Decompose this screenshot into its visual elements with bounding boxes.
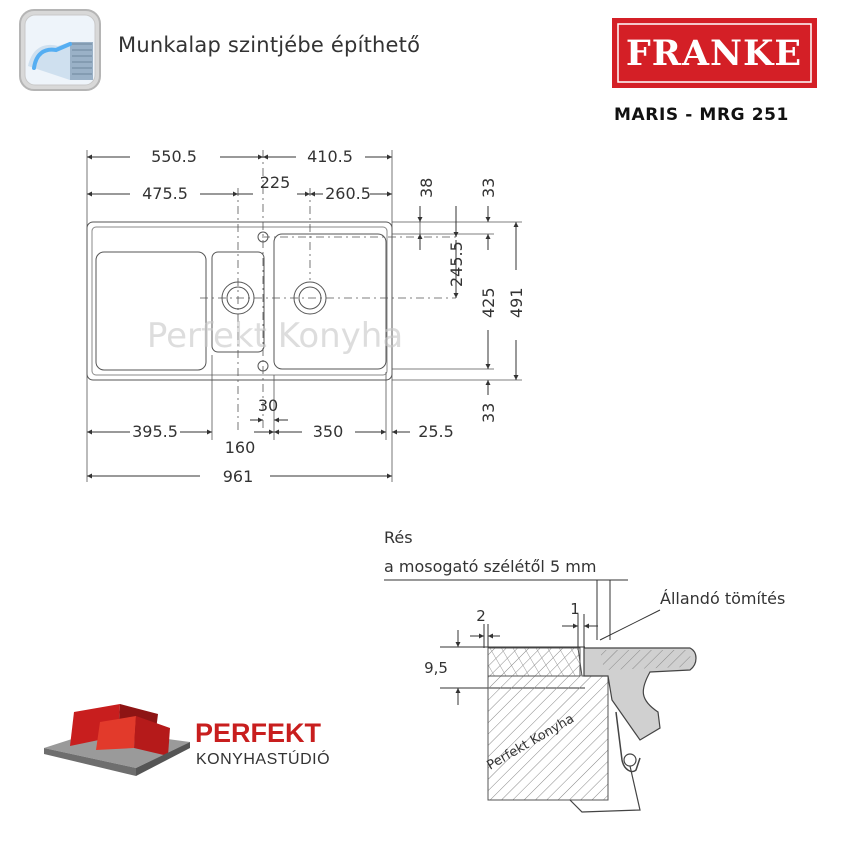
dim-30: 30 (258, 396, 278, 415)
drainer-area (95, 251, 207, 371)
section-view: Rés a mosogató szélétől 5 mm Állandó töm… (384, 528, 785, 813)
dim-350: 350 (313, 422, 344, 441)
dim-245: 245.5 (447, 241, 466, 287)
gap-label-line1: Rés (384, 528, 413, 547)
dim-2: 2 (476, 607, 486, 625)
dim-475: 475.5 (142, 184, 188, 203)
dim-550: 550.5 (151, 147, 197, 166)
sink-rim-section (583, 647, 697, 741)
dim-38: 38 (417, 178, 436, 198)
sink-top-view (86, 221, 393, 381)
perfekt-logo-sub: KONYHASTÚDIÓ (196, 749, 330, 768)
gap-label-line2: a mosogató szélétől 5 mm (384, 557, 596, 576)
dim-225: 225 (260, 173, 291, 192)
sink-outline (86, 221, 393, 381)
watermark-top: Perfekt Konyha (147, 316, 403, 356)
dim-491: 491 (507, 287, 526, 318)
installation-type-title: Munkalap szintjébe építhető (118, 33, 421, 57)
flush-mount-icon (18, 8, 102, 92)
seal-label: Állandó tömítés (660, 589, 785, 608)
main-bowl (273, 233, 387, 370)
franke-logo-text: FRANKE (626, 33, 802, 74)
perfekt-konyhastudio-logo: PERFEKT KONYHASTÚDIÓ (40, 690, 340, 780)
perfekt-logo-name: PERFEKT (195, 718, 322, 748)
dim-260: 260.5 (325, 184, 371, 203)
dim-410: 410.5 (307, 147, 353, 166)
dim-1: 1 (570, 600, 580, 618)
franke-logo-background (612, 18, 817, 88)
dim-160: 160 (225, 438, 256, 457)
dim-9-5: 9,5 (424, 659, 448, 677)
dim-33-bottom: 33 (479, 403, 498, 423)
model-title: MARIS - MRG 251 (614, 105, 789, 125)
dim-961: 961 (223, 467, 254, 486)
mounting-clip (615, 711, 641, 773)
dim-25: 25.5 (418, 422, 454, 441)
dim-395: 395.5 (132, 422, 178, 441)
dim-425: 425 (479, 287, 498, 318)
dim-33-top: 33 (479, 178, 498, 198)
franke-logo: FRANKE (612, 18, 817, 88)
